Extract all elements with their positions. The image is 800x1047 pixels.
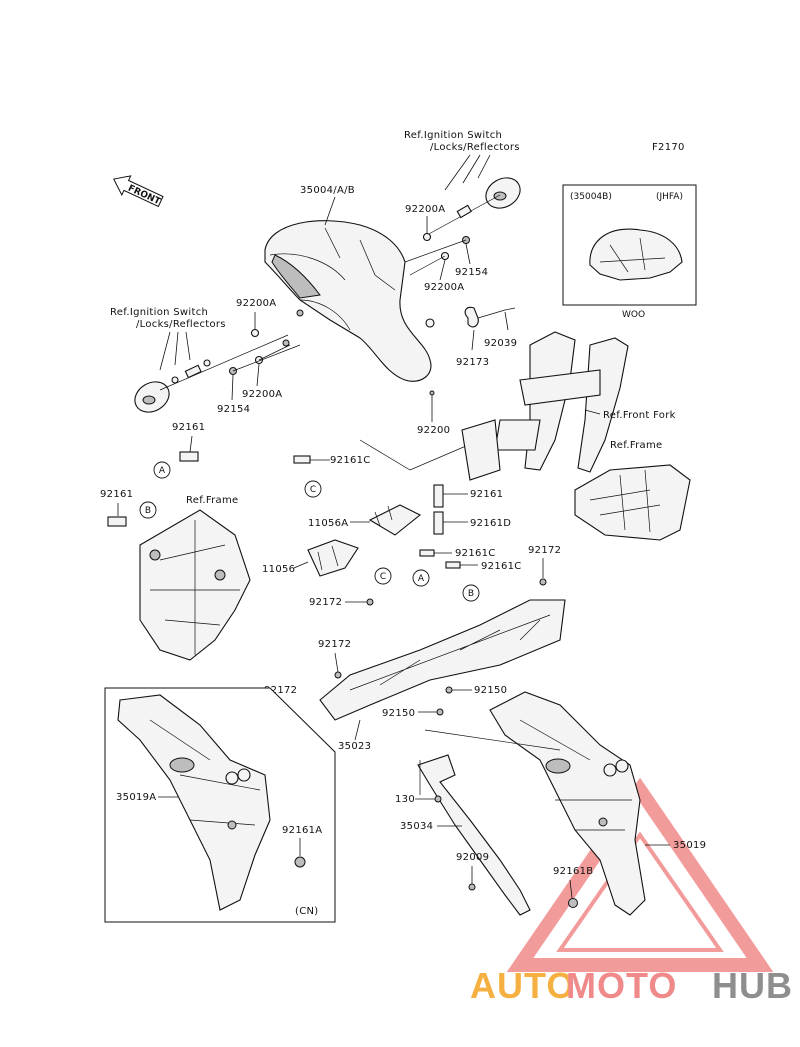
label-92172-2: 92172 [309, 597, 342, 608]
label-35034: 35034 [400, 821, 433, 832]
label-92161B: 92161B [553, 866, 593, 877]
label-35023: 35023 [338, 741, 371, 752]
ref-frame-right: Ref.Frame [610, 440, 662, 451]
inset-note: WOO [622, 310, 645, 320]
label-92161C-1: 92161C [330, 455, 371, 466]
frame-rear-right [574, 464, 691, 541]
label-92150-1: 92150 [474, 685, 507, 696]
watermark-logo [506, 777, 774, 972]
rear-undertray [319, 599, 566, 721]
label-92009: 92009 [456, 852, 489, 863]
label-92172-3: 92172 [318, 639, 351, 650]
label-35019A: 35019A [116, 792, 156, 803]
inset-market: (JHFA) [656, 192, 683, 202]
label-92161-mid: 92161 [470, 489, 503, 500]
watermark-text: AUTO MOTO HUB [470, 965, 793, 1006]
label-92172-4: 92172 [264, 685, 297, 696]
label-11056: 11056 [262, 564, 295, 575]
ref-tag-a-1 [153, 461, 171, 479]
label-92150-2: 92150 [382, 708, 415, 719]
rear-fender [489, 691, 646, 916]
label-92154-top: 92154 [455, 267, 488, 278]
ref-ignition-top-1: Ref.Ignition Switch [404, 130, 502, 141]
front-fender [264, 220, 435, 382]
inset-jhfa: (35004B) (JHFA) WOO [562, 184, 697, 320]
ref-tag-c-2 [374, 567, 392, 585]
ref-tag-c-1-text: C [310, 485, 316, 495]
label-92161A: 92161A [282, 825, 322, 836]
ref-tag-b-2 [462, 584, 480, 602]
inset-variant: (35004B) [570, 192, 612, 202]
frame-rear-left [139, 509, 251, 661]
label-92200A-mid: 92200A [424, 282, 464, 293]
label-92200A-left2: 92200A [242, 389, 282, 400]
label-35004: 35004/A/B [300, 185, 355, 196]
front-arrow-icon: FRONT [113, 175, 164, 208]
inset-cn: (CN) [104, 687, 336, 923]
front-fork [461, 331, 629, 481]
label-92200: 92200 [417, 425, 450, 436]
label-92161C-3: 92161C [481, 561, 522, 572]
label-130: 130 [395, 794, 415, 805]
label-92154-left: 92154 [217, 404, 250, 415]
ref-tag-b-1 [139, 501, 157, 519]
ref-tag-a-1-text: A [159, 466, 166, 476]
label-92039: 92039 [484, 338, 517, 349]
ref-tag-c-2-text: C [380, 572, 386, 582]
license-bracket [417, 729, 561, 916]
label-92200A-top: 92200A [405, 204, 445, 215]
ref-tag-b-2-text: B [468, 589, 474, 599]
label-92161-left: 92161 [172, 422, 205, 433]
ref-ignition-left-1: Ref.Ignition Switch [110, 307, 208, 318]
ref-tag-a-2-text: A [418, 574, 425, 584]
label-92200A-left: 92200A [236, 298, 276, 309]
ref-front-fork: Ref.Front Fork [603, 410, 676, 421]
label-35019: 35019 [673, 840, 706, 851]
ref-tag-b-1-text: B [145, 506, 151, 516]
label-92161-b: 92161 [100, 489, 133, 500]
watermark-hub: HUB [712, 965, 793, 1006]
watermark-moto: MOTO [566, 965, 677, 1006]
ref-frame-left: Ref.Frame [186, 495, 238, 506]
inset-cn-market: (CN) [295, 906, 318, 917]
watermark-auto: AUTO [470, 965, 575, 1006]
label-92173: 92173 [456, 357, 489, 368]
ref-tag-a-2 [412, 569, 430, 587]
label-92161C-2: 92161C [455, 548, 496, 559]
label-11056A: 11056A [308, 518, 348, 529]
ref-tag-c-1 [304, 480, 322, 498]
label-92172-1: 92172 [528, 545, 561, 556]
label-92161D: 92161D [470, 518, 511, 529]
ref-ignition-left-2: /Locks/Reflectors [136, 319, 226, 330]
ref-ignition-top-2: /Locks/Reflectors [430, 142, 520, 153]
diagram-code: F2170 [652, 142, 685, 153]
front-arrow-label: FRONT [126, 184, 162, 208]
